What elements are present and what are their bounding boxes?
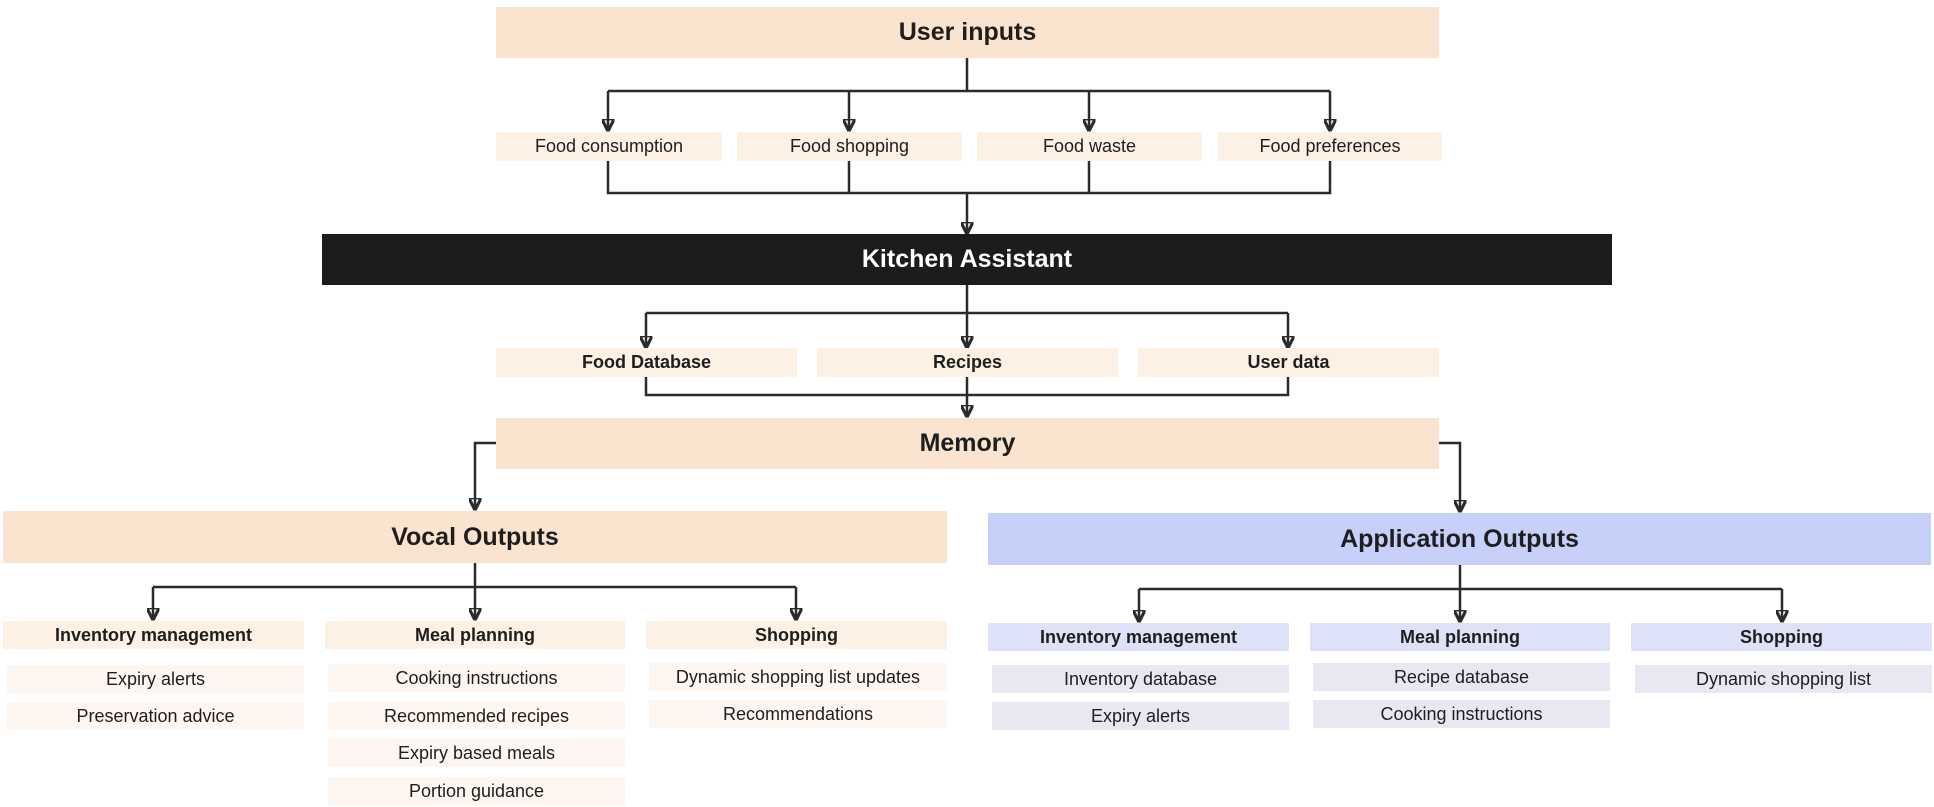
connector-sources-merge xyxy=(644,377,1290,397)
application-outputs-box: Application Outputs xyxy=(988,513,1931,565)
app-inventory-item: Inventory database xyxy=(992,665,1289,693)
vocal-shopping-item: Recommendations xyxy=(649,700,947,728)
vocal-shopping-header: Shopping xyxy=(646,621,947,649)
vocal-meal-item: Portion guidance xyxy=(328,777,625,805)
app-shopping-item: Dynamic shopping list xyxy=(1635,665,1932,693)
memory-box: Memory xyxy=(496,418,1439,469)
connector-to-vocal-outputs xyxy=(475,441,496,509)
input-food-consumption: Food consumption xyxy=(496,132,722,161)
vocal-shopping-item: Dynamic shopping list updates xyxy=(649,663,947,691)
app-inventory-management-header: Inventory management xyxy=(988,623,1289,651)
app-inventory-item: Expiry alerts xyxy=(992,702,1289,730)
vocal-outputs-box: Vocal Outputs xyxy=(3,511,947,563)
connector-inputs-merge xyxy=(606,160,1332,195)
source-food-database: Food Database xyxy=(496,348,797,377)
user-inputs-title: User inputs xyxy=(898,18,1037,46)
vocal-inventory-item: Preservation advice xyxy=(7,702,304,730)
source-recipes: Recipes xyxy=(817,348,1118,377)
vocal-meal-item: Recommended recipes xyxy=(328,702,625,730)
vocal-inventory-management-header: Inventory management xyxy=(3,621,304,649)
vocal-inventory-item: Expiry alerts xyxy=(7,665,304,693)
app-shopping-header: Shopping xyxy=(1631,623,1932,651)
input-food-waste: Food waste xyxy=(977,132,1202,161)
app-meal-item: Cooking instructions xyxy=(1313,700,1610,728)
vocal-meal-item: Expiry based meals xyxy=(328,739,625,767)
vocal-meal-item: Cooking instructions xyxy=(328,664,625,692)
connector-to-application-outputs xyxy=(1438,441,1460,511)
app-meal-item: Recipe database xyxy=(1313,663,1610,691)
memory-title: Memory xyxy=(919,429,1016,457)
user-inputs-box: User inputs xyxy=(496,7,1439,58)
source-user-data: User data xyxy=(1138,348,1439,377)
input-food-preferences: Food preferences xyxy=(1218,132,1442,161)
application-outputs-title: Application Outputs xyxy=(1340,524,1579,553)
app-meal-planning-header: Meal planning xyxy=(1310,623,1610,651)
vocal-meal-planning-header: Meal planning xyxy=(325,621,625,649)
kitchen-assistant-box: Kitchen Assistant xyxy=(322,234,1612,285)
vocal-outputs-title: Vocal Outputs xyxy=(391,522,559,551)
kitchen-assistant-title: Kitchen Assistant xyxy=(861,245,1073,273)
input-food-shopping: Food shopping xyxy=(737,132,962,161)
